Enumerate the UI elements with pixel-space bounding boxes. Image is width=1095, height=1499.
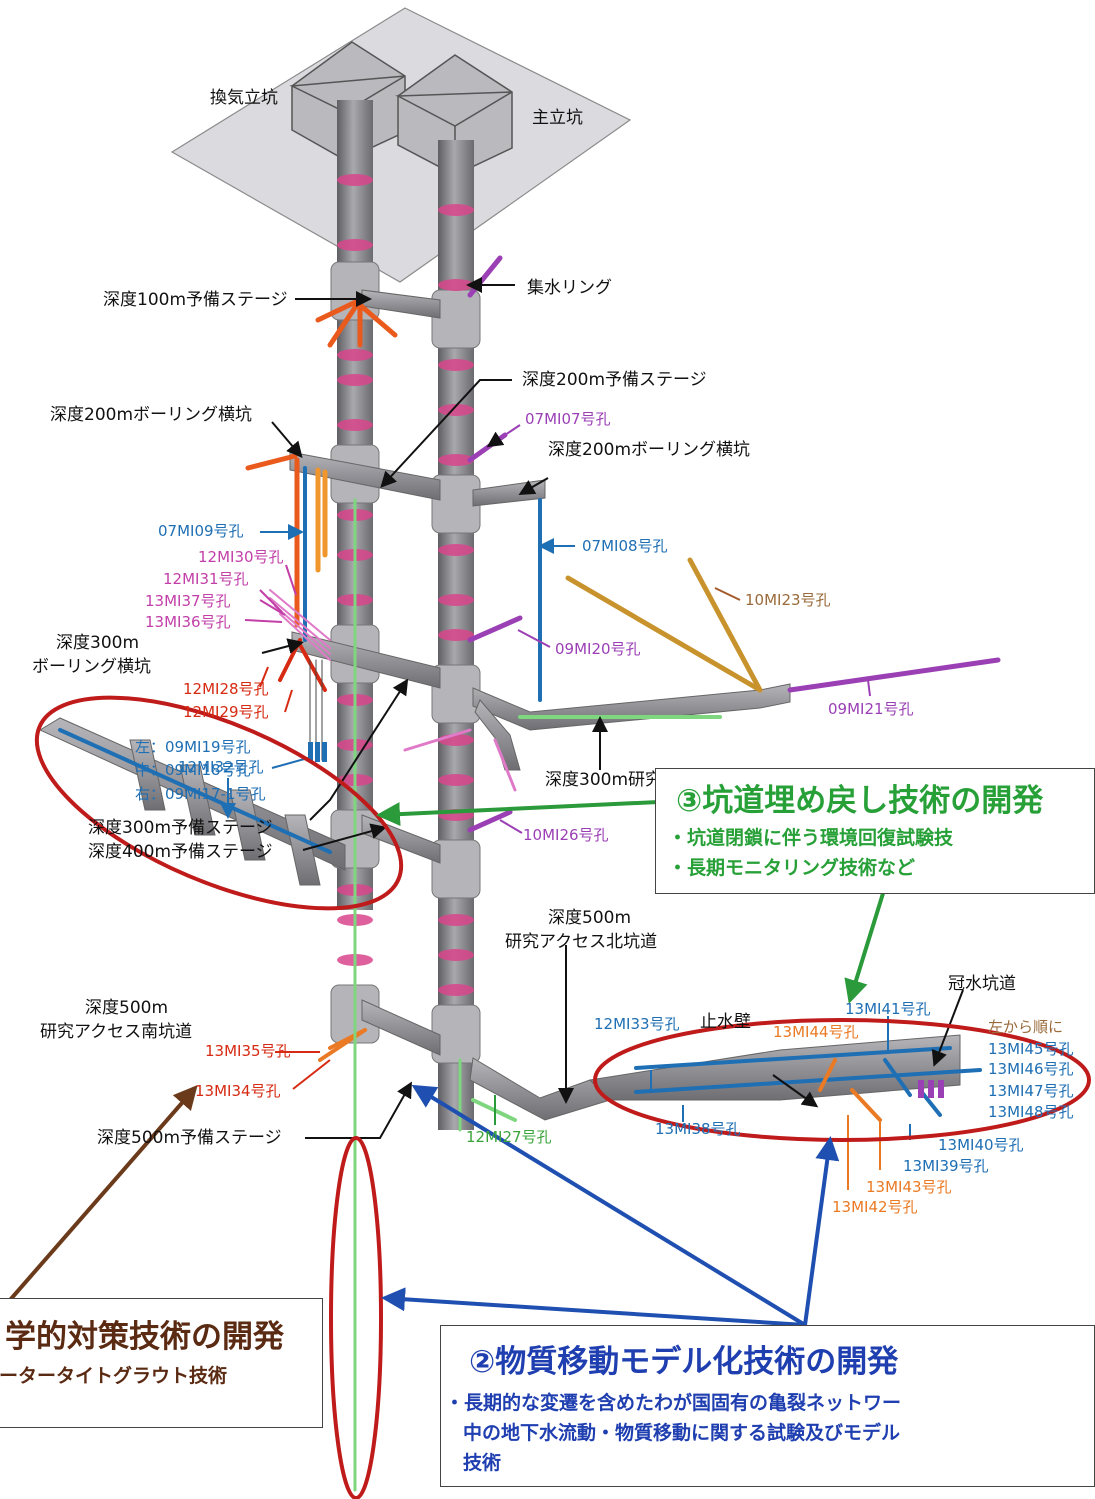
hole-13MI46-label: 13MI46号孔 — [988, 1060, 1074, 1078]
topic2-box: ②物質移動モデル化技術の開発 ・長期的な変遷を含めたわが国固有の亀裂ネットワー … — [440, 1325, 1095, 1487]
stage300-label: 深度300m予備ステージ — [88, 818, 273, 838]
hole-07MI07-label: 07MI07号孔 — [525, 410, 611, 428]
flooded-tunnel-label: 冠水坑道 — [948, 974, 1016, 994]
hole-13MI42-label: 13MI42号孔 — [832, 1198, 918, 1216]
south500-label-2: 研究アクセス南坑道 — [40, 1022, 193, 1042]
hole-12MI27-label: 12MI27号孔 — [466, 1128, 552, 1146]
hole-07MI09-label: 07MI09号孔 — [158, 522, 244, 540]
north500-label-1: 深度500m — [548, 908, 632, 928]
hole-09MI19-label: 左：09MI19号孔 — [135, 738, 251, 756]
hole-13MI44-label: 13MI44号孔 — [773, 1023, 859, 1041]
stage200-label: 深度200m予備ステージ — [522, 370, 707, 390]
hole-07MI08-label: 07MI08号孔 — [582, 537, 668, 555]
hole-13MI39-label: 13MI39号孔 — [903, 1157, 989, 1175]
hole-13MI36-label: 13MI36号孔 — [145, 613, 231, 631]
colored-leaders — [220, 424, 911, 1190]
boring300-label-2: ボーリング横坑 — [32, 657, 151, 677]
topic2-title: ②物質移動モデル化技術の開発 — [469, 1344, 899, 1380]
topic1-item-1: ータータイトグラウト技術 — [0, 1365, 228, 1387]
hole-12MI29-label: 12MI29号孔 — [183, 703, 269, 721]
topic2-item-1: ・長期的な変遷を含めたわが国固有の亀裂ネットワー — [445, 1392, 902, 1414]
hole-10MI23-label: 10MI23号孔 — [745, 591, 831, 609]
hole-13MI35-label: 13MI35号孔 — [205, 1042, 291, 1060]
ventilation-shaft-label: 換気立坑 — [210, 88, 278, 108]
topic1-title: 学的対策技術の開発 — [5, 1319, 284, 1355]
north500-label-2: 研究アクセス北坑道 — [505, 932, 658, 952]
water-wall-label: 止水壁 — [700, 1012, 751, 1032]
hole-12MI33-label: 12MI33号孔 — [594, 1015, 680, 1033]
hole-09MI17-label: 右：09MI17-1号孔 — [135, 785, 266, 803]
stage100-label: 深度100m予備ステージ — [103, 290, 288, 310]
topic1-box: 学的対策技術の開発 ータータイトグラウト技術 — [0, 1298, 323, 1428]
hole-09MI18-label: 中：09MI18号孔 — [135, 761, 251, 779]
hole-13MI40-label: 13MI40号孔 — [938, 1136, 1024, 1154]
hole-12MI28-label: 12MI28号孔 — [183, 680, 269, 698]
topic3-item-1: ・坑道閉鎖に伴う環境回復試験技 — [668, 827, 954, 849]
topic3-box: ③坑道埋め戻し技術の開発 ・坑道閉鎖に伴う環境回復試験技 ・長期モニタリング技術… — [655, 768, 1095, 894]
boreholes — [58, 255, 1001, 1492]
topic2-item-2: 中の地下水流動・物質移動に関する試験及びモデル — [463, 1422, 901, 1444]
hole-13MI34-label: 13MI34号孔 — [195, 1082, 281, 1100]
left-order-label: 左から順に — [988, 1018, 1064, 1036]
hole-12MI30-label: 12MI30号孔 — [198, 548, 284, 566]
hole-10MI26-label: 10MI26号孔 — [523, 826, 609, 844]
topic3-item-2: ・長期モニタリング技術など — [668, 857, 916, 879]
stage500-label: 深度500m予備ステージ — [97, 1128, 282, 1148]
boring200-left-label: 深度200mボーリング横坑 — [50, 405, 253, 425]
hole-13MI47-label: 13MI47号孔 — [988, 1082, 1074, 1100]
leaders — [261, 277, 964, 1139]
hole-13MI45-label: 13MI45号孔 — [988, 1040, 1074, 1058]
stage400-label: 深度400m予備ステージ — [88, 842, 273, 862]
hole-12MI32-label: 12MI32号孔 — [178, 758, 264, 776]
topic3-title: ③坑道埋め戻し技術の開発 — [676, 783, 1044, 819]
hole-09MI20-label: 09MI20号孔 — [555, 640, 641, 658]
hole-13MI48-label: 13MI48号孔 — [988, 1103, 1074, 1121]
topic2-item-3: 技術 — [463, 1452, 502, 1474]
boring200-right-label: 深度200mボーリング横坑 — [548, 440, 751, 460]
south500-label-1: 深度500m — [85, 998, 169, 1018]
water-ring-label: 集水リング — [527, 278, 612, 298]
hole-13MI43-label: 13MI43号孔 — [866, 1178, 952, 1196]
hole-13MI37-label: 13MI37号孔 — [145, 592, 231, 610]
main-shaft-label: 主立坑 — [532, 108, 583, 128]
hole-09MI21-label: 09MI21号孔 — [828, 700, 914, 718]
highlight-ellipses — [34, 695, 1091, 1499]
hole-13MI41-label: 13MI41号孔 — [845, 1000, 931, 1018]
boring300-label-1: 深度300m — [56, 633, 140, 653]
hole-13MI38-label: 13MI38号孔 — [655, 1120, 741, 1138]
hole-12MI31-label: 12MI31号孔 — [163, 570, 249, 588]
